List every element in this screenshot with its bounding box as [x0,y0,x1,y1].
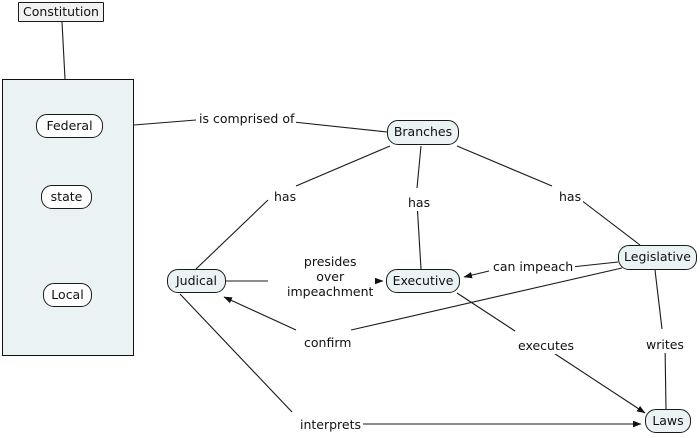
edge-legislative-confirm-right [350,267,623,331]
node-legislative[interactable]: Legislative [618,245,697,270]
node-local-label: Local [51,286,84,302]
node-state[interactable]: state [41,185,92,209]
edge-judical-interprets-upper [179,293,293,413]
node-constitution[interactable]: Constitution [18,2,104,22]
node-executive-label: Executive [392,272,454,288]
edge-federal-comprised-right [283,120,388,133]
edge-label-presides-over-impeachment: presides over impeachment [285,254,376,300]
edge-label-is-comprised-of: is comprised of [197,111,297,127]
edge-legislative-can-impeach-left [463,270,490,279]
edge-federal-comprised-left [133,119,197,126]
node-local[interactable]: Local [43,283,92,307]
node-judical-label: Judical [175,272,218,288]
edge-branches-has-judical-lower [195,199,269,270]
node-branches-label: Branches [393,124,453,140]
edge-legislative-writes-lower [664,343,667,410]
edge-label-writes: writes [644,337,686,353]
edge-label-interprets: interprets [298,417,364,433]
edge-legislative-writes-upper [654,269,663,330]
node-constitution-label: Constitution [23,3,99,19]
edge-label-has-judical: has [272,189,299,205]
levels-of-government-panel [2,79,134,356]
node-executive[interactable]: Executive [386,269,460,293]
node-judical[interactable]: Judical [167,269,226,293]
node-legislative-label: Legislative [624,249,691,265]
edge-label-confirm: confirm [302,335,354,351]
edge-branches-has-executive-lower [416,201,422,270]
edge-label-has-legislative: has [557,189,584,205]
node-laws[interactable]: Laws [645,409,691,433]
edge-branches-has-legislative-upper [456,145,553,187]
edge-executive-executes-upper [456,292,516,332]
edge-legislative-confirm-left [223,296,297,331]
edge-executive-executes-lower [539,343,646,414]
edge-branches-has-judical-upper [295,145,391,187]
node-state-label: state [50,188,83,204]
node-federal[interactable]: Federal [36,114,103,138]
node-federal-label: Federal [46,117,93,133]
edge-constitution-panel [61,21,66,80]
node-laws-label: Laws [652,412,684,428]
edge-branches-has-executive-upper [416,145,422,189]
edge-label-executes: executes [516,338,577,354]
node-branches[interactable]: Branches [387,120,459,145]
edge-label-has-executive: has [406,195,433,211]
edge-label-can-impeach: can impeach [491,259,576,275]
edge-branches-has-legislative-lower [580,199,641,246]
